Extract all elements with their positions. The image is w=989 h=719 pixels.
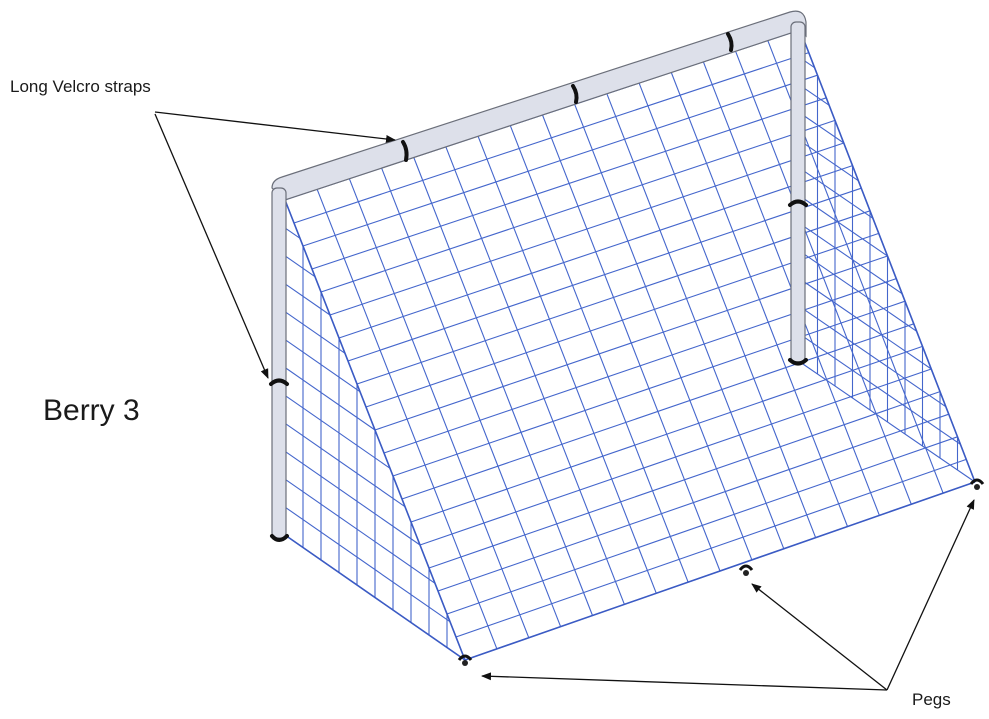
strap-left-post xyxy=(269,378,289,386)
back-net-line-v19 xyxy=(455,458,967,638)
left-post xyxy=(271,187,287,539)
left-net-h10 xyxy=(284,478,436,584)
strap-crossbar-2 xyxy=(571,84,579,104)
right-net-h8 xyxy=(799,250,918,332)
label-velcro-straps: Long Velcro straps xyxy=(10,77,151,96)
arrow-peg-left xyxy=(481,672,888,691)
back-net-line-v11 xyxy=(383,278,897,454)
arrow-peg-right xyxy=(886,499,975,691)
left-side-net xyxy=(284,227,466,661)
peg-front-left xyxy=(457,654,473,666)
right-net-h7 xyxy=(799,223,903,295)
back-net-line-v14 xyxy=(410,345,923,523)
back-net-line-v3 xyxy=(311,97,827,270)
arrow-strap-post xyxy=(154,113,269,379)
right-net-h6 xyxy=(799,195,888,257)
left-net-h6 xyxy=(284,367,376,431)
arrow-strap-crossbar xyxy=(154,111,396,143)
back-net-line-v5 xyxy=(329,142,844,316)
right-net-h10 xyxy=(799,306,947,408)
left-net-h3 xyxy=(284,283,331,316)
back-net-line-v4 xyxy=(320,119,836,293)
left-net-h9 xyxy=(284,450,421,546)
peg-front-middle xyxy=(738,564,754,576)
peg-front-right xyxy=(969,478,985,490)
strap-left-post-base xyxy=(270,534,289,542)
diagram-title: Berry 3 xyxy=(43,394,140,427)
right-net-h9 xyxy=(799,278,932,370)
right-net-edge xyxy=(799,29,976,483)
back-net xyxy=(284,29,976,661)
back-net-line-v13 xyxy=(401,323,914,500)
strap-right-post xyxy=(788,199,808,207)
back-net-line-v18 xyxy=(446,436,958,615)
back-net-line-v16 xyxy=(428,391,941,569)
left-net-h7 xyxy=(284,394,391,469)
back-net-line-v8 xyxy=(356,210,871,385)
right-net-h4 xyxy=(799,140,859,182)
right-net-h3 xyxy=(799,112,845,144)
left-net-edge xyxy=(284,199,466,661)
arrow-peg-middle xyxy=(751,583,888,691)
back-net-line-v10 xyxy=(374,255,888,431)
left-net-h11 xyxy=(284,506,451,623)
left-net-h2 xyxy=(284,255,316,278)
right-net-h11 xyxy=(799,333,961,445)
back-net-line-v12 xyxy=(392,300,906,477)
back-net-line-v2 xyxy=(302,74,818,247)
back-net-line-v6 xyxy=(338,165,853,339)
right-side-net xyxy=(799,57,976,483)
left-net-h4 xyxy=(284,311,346,354)
left-net-h5 xyxy=(284,339,361,393)
right-net-h5 xyxy=(799,167,874,219)
net-bottom-edge xyxy=(284,481,976,661)
left-net-h8 xyxy=(284,422,406,508)
left-net-h1 xyxy=(284,227,301,239)
label-pegs: Pegs xyxy=(912,690,951,709)
back-net-line-v17 xyxy=(437,413,949,592)
back-net-line-v1 xyxy=(293,52,809,224)
right-post xyxy=(790,21,806,363)
back-net-line-v7 xyxy=(347,187,862,362)
back-net-line-v15 xyxy=(419,368,932,546)
strap-crossbar-3 xyxy=(726,32,734,52)
strap-right-post-base xyxy=(788,358,808,366)
strap-crossbar-1 xyxy=(401,140,409,162)
